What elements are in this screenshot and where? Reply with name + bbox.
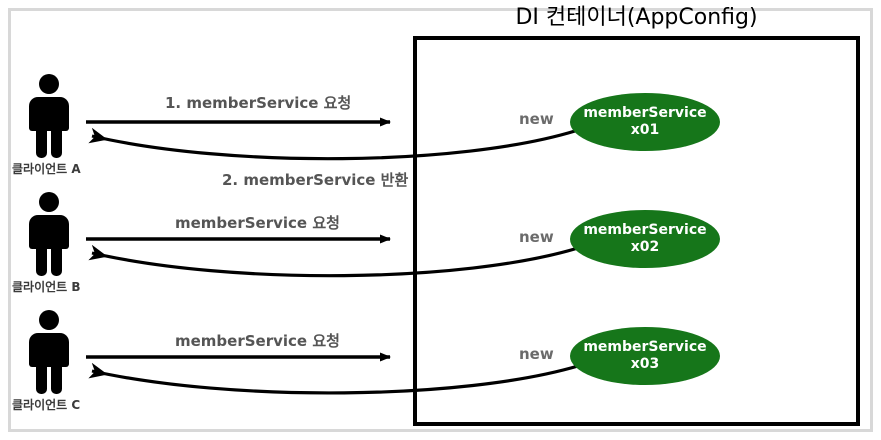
client-a-figure [26, 74, 72, 158]
di-container-box [413, 36, 860, 426]
person-body-icon [29, 215, 69, 249]
client-a-label: 클라이언트 A [12, 162, 81, 176]
person-body-icon [29, 333, 69, 367]
bean-memberservice-x02[interactable]: memberService x02 [570, 210, 720, 268]
person-body-icon [29, 97, 69, 131]
request-label-2: memberService 요청 [175, 214, 340, 232]
person-leg-right-icon [51, 124, 62, 158]
bean-memberservice-x03[interactable]: memberService x03 [570, 327, 720, 385]
bean-id-3: x03 [630, 356, 660, 372]
person-head-icon [39, 74, 59, 94]
new-label-1: new [519, 110, 554, 128]
bean-name-1: memberService [583, 104, 707, 121]
client-b-label: 클라이언트 B [12, 280, 81, 294]
person-head-icon [39, 192, 59, 212]
outer-frame [8, 8, 873, 432]
client-c-figure [26, 310, 72, 394]
new-label-3: new [519, 345, 554, 363]
person-leg-right-icon [51, 360, 62, 394]
di-container-title: DI 컨테이너(AppConfig) [515, 5, 758, 30]
client-c-label: 클라이언트 C [12, 398, 81, 412]
bean-name-2: memberService [583, 221, 707, 238]
bean-id-2: x02 [630, 239, 660, 255]
bean-name-3: memberService [583, 338, 707, 355]
person-leg-left-icon [36, 360, 47, 394]
new-label-2: new [519, 228, 554, 246]
bean-id-1: x01 [630, 122, 660, 138]
request-label-1: 1. memberService 요청 [165, 94, 352, 112]
person-leg-left-icon [36, 124, 47, 158]
person-head-icon [39, 310, 59, 330]
client-b-figure [26, 192, 72, 276]
return-label-1: 2. memberService 반환 [222, 171, 409, 189]
person-leg-left-icon [36, 242, 47, 276]
request-label-3: memberService 요청 [175, 332, 340, 350]
person-leg-right-icon [51, 242, 62, 276]
bean-memberservice-x01[interactable]: memberService x01 [570, 93, 720, 151]
